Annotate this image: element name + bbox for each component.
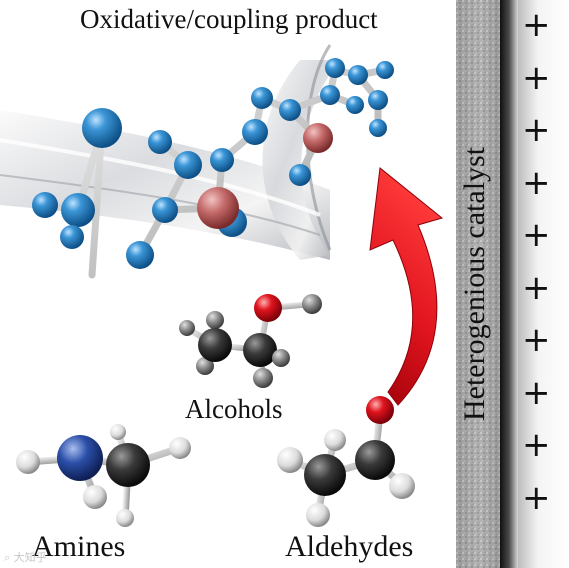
aldehyde-molecule [277, 396, 415, 527]
charge-plus-sign: + [522, 5, 551, 45]
product-molecule-atoms [32, 58, 394, 269]
catalyst-label: Heterogenious catalyst [458, 146, 491, 422]
charge-plus-sign: + [522, 372, 551, 413]
catalyst-surface [456, 0, 569, 568]
charge-plus-sign: + [522, 162, 551, 203]
charge-plus-sign: + [522, 110, 551, 150]
charge-plus-sign: + [522, 215, 551, 255]
product-title: Oxidative/coupling product [80, 4, 378, 34]
charge-plus-sign: + [522, 425, 551, 465]
charge-plus-sign: + [522, 57, 551, 98]
amines-label: Amines [32, 530, 126, 563]
alcohols-label: Alcohols [185, 394, 283, 424]
charge-plus-sign: + [522, 477, 551, 518]
amine-molecule [16, 424, 191, 527]
charge-plus-sign: + [522, 320, 551, 360]
surface-charge-column: + + + + + + + + + + [522, 0, 551, 568]
watermark: ⌕ 大知乎 [4, 551, 47, 564]
charge-plus-sign: + [522, 267, 551, 308]
reaction-arrow [369, 167, 444, 406]
aldehydes-label: Aldehydes [285, 530, 414, 563]
alcohol-molecule [179, 294, 322, 388]
